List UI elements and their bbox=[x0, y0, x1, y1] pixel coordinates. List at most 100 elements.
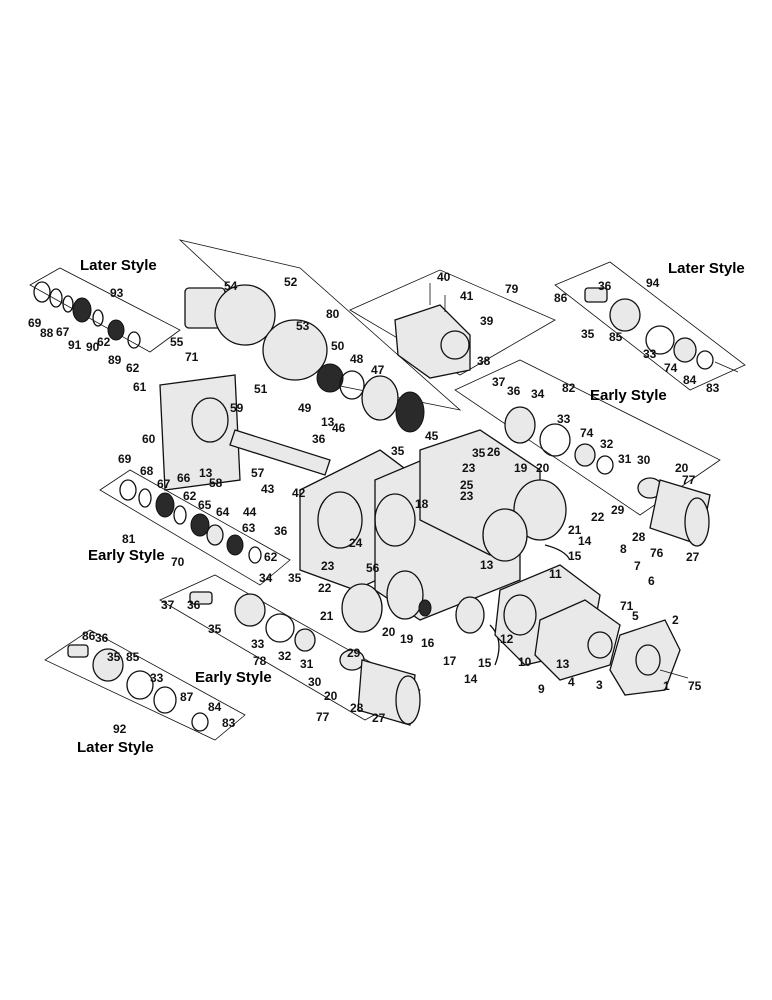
callout-74b: 74 bbox=[580, 426, 594, 440]
callout-87: 87 bbox=[180, 690, 194, 704]
group-frame-78 bbox=[159, 574, 421, 721]
pump-bore-12 bbox=[503, 594, 537, 636]
callout-57: 57 bbox=[251, 466, 265, 480]
callout-85: 85 bbox=[609, 330, 623, 344]
callout-67: 67 bbox=[56, 325, 70, 339]
gear-3 bbox=[587, 631, 613, 659]
callout-12: 12 bbox=[500, 632, 514, 646]
callout-26: 26 bbox=[487, 445, 501, 459]
washer-32 bbox=[596, 455, 614, 475]
style-label-later-bottom: Later Style bbox=[77, 739, 154, 756]
callout-16: 16 bbox=[421, 636, 435, 650]
style-label-early-right: Early Style bbox=[590, 387, 667, 404]
callout-35: 35 bbox=[581, 327, 595, 341]
callout-71b: 71 bbox=[620, 599, 634, 613]
callout-19: 19 bbox=[514, 461, 528, 475]
cover-group-80 bbox=[159, 284, 425, 491]
hub-53 bbox=[214, 284, 276, 346]
callout-23c: 23 bbox=[321, 559, 335, 573]
callout-4: 4 bbox=[568, 675, 575, 689]
snap-ring-69 bbox=[33, 281, 51, 303]
callout-32: 32 bbox=[600, 437, 614, 451]
callout-62: 62 bbox=[97, 335, 111, 349]
bearing-63 bbox=[226, 534, 244, 556]
callout-39: 39 bbox=[480, 314, 494, 328]
bearing-91 bbox=[72, 297, 92, 323]
callout-69: 69 bbox=[28, 316, 42, 330]
cylinder-27-top bbox=[637, 477, 711, 547]
housing-34 bbox=[504, 406, 536, 444]
callout-77: 77 bbox=[682, 473, 696, 487]
callout-13: 13 bbox=[556, 657, 570, 671]
control-block-79 bbox=[394, 283, 471, 379]
style-label-later-top-left: Later Style bbox=[80, 257, 157, 274]
callout-35d: 35 bbox=[288, 571, 302, 585]
flange-19 bbox=[482, 508, 528, 562]
gear-64 bbox=[206, 524, 224, 546]
pump-assembly bbox=[494, 564, 689, 696]
callout-28b: 28 bbox=[350, 701, 364, 715]
callout-31b: 31 bbox=[300, 657, 314, 671]
callout-74: 74 bbox=[664, 361, 678, 375]
callout-2: 2 bbox=[672, 613, 679, 627]
ring-68 bbox=[138, 488, 152, 508]
callout-31: 31 bbox=[618, 452, 632, 466]
callout-18: 18 bbox=[415, 497, 429, 511]
callout-76: 76 bbox=[650, 546, 664, 560]
callout-36b: 36 bbox=[507, 384, 521, 398]
group-frame-81 bbox=[99, 469, 291, 586]
later-style-group-94 bbox=[584, 287, 739, 373]
callout-21b: 21 bbox=[320, 609, 334, 623]
seal-45 bbox=[395, 391, 425, 433]
callout-89: 89 bbox=[108, 353, 122, 367]
seal-15-lower bbox=[455, 596, 485, 634]
early-style-group-82 bbox=[504, 406, 614, 475]
callout-13d: 13 bbox=[321, 415, 335, 429]
flange-47 bbox=[361, 375, 399, 421]
spring-33 bbox=[645, 325, 675, 355]
callout-33: 33 bbox=[557, 412, 571, 426]
callout-46: 46 bbox=[332, 421, 346, 435]
later-style-group-92 bbox=[67, 644, 209, 732]
callout-84b: 84 bbox=[208, 700, 222, 714]
callout-29b: 29 bbox=[347, 646, 361, 660]
housing-34-lower bbox=[234, 593, 266, 627]
ring-67 bbox=[62, 295, 74, 313]
bearing-65 bbox=[190, 513, 210, 537]
ring-62-lower bbox=[248, 546, 262, 564]
callout-labels: 1 2 3 4 5 6 7 8 9 10 11 12 13 13 13 13 1… bbox=[28, 270, 720, 736]
callout-81: 81 bbox=[122, 532, 136, 546]
callout-40: 40 bbox=[437, 270, 451, 284]
callout-50: 50 bbox=[331, 339, 345, 353]
bearing-89 bbox=[107, 319, 125, 341]
main-housing bbox=[299, 429, 571, 666]
group-frame-94 bbox=[554, 261, 746, 391]
group-frame-82 bbox=[454, 359, 721, 516]
cap-32-lower bbox=[294, 628, 316, 652]
fitting-37 bbox=[189, 591, 213, 605]
callout-63: 63 bbox=[242, 521, 256, 535]
callout-15: 15 bbox=[568, 549, 582, 563]
callout-43: 43 bbox=[261, 482, 275, 496]
callout-36: 36 bbox=[598, 279, 612, 293]
callout-13c: 13 bbox=[199, 466, 213, 480]
bore-56 bbox=[374, 493, 416, 547]
callout-37b: 37 bbox=[161, 598, 175, 612]
callout-54: 54 bbox=[224, 279, 238, 293]
callout-67b: 67 bbox=[157, 477, 171, 491]
callout-91: 91 bbox=[68, 338, 82, 352]
callout-53: 53 bbox=[296, 319, 310, 333]
callout-52: 52 bbox=[284, 275, 298, 289]
callout-35e: 35 bbox=[208, 622, 222, 636]
callout-79: 79 bbox=[505, 282, 519, 296]
callout-42: 42 bbox=[292, 486, 306, 500]
callout-88: 88 bbox=[40, 326, 54, 340]
callout-71: 71 bbox=[185, 350, 199, 364]
callout-36e: 36 bbox=[187, 598, 201, 612]
callout-83: 83 bbox=[706, 381, 720, 395]
bore-24 bbox=[317, 491, 363, 549]
callout-33c: 33 bbox=[251, 637, 265, 651]
flange-21-left bbox=[341, 583, 383, 633]
cylinder-end-27-lower bbox=[395, 675, 421, 725]
